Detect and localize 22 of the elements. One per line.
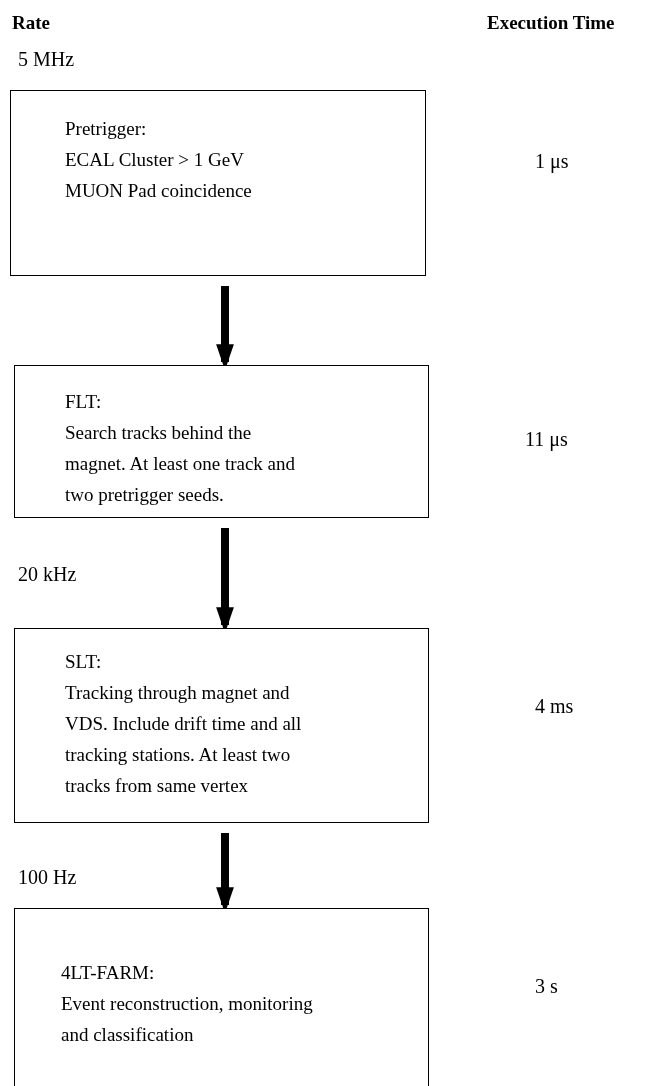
process-box: [14, 908, 429, 1086]
rate-label: 100 Hz: [18, 866, 77, 889]
stage-description: Tracking through magnet and VDS. Include drift time and all tracking stations. At least two tracks from same vertex: [65, 681, 303, 798]
stage-title: SLT:: [65, 650, 102, 674]
execution-time: 11 μs: [525, 428, 568, 451]
stage-description: Event reconstruction, monitoring and classification: [61, 992, 314, 1047]
process-box: [14, 628, 429, 823]
stage-title: FLT:: [65, 390, 102, 414]
stage-title: Pretrigger:: [65, 117, 147, 141]
column-heading: Rate: [12, 12, 50, 34]
column-heading: Execution Time: [487, 12, 615, 34]
process-box: [10, 90, 426, 276]
rate-label: 5 MHz: [18, 48, 75, 71]
stage-description: ECAL Cluster > 1 GeV: [65, 148, 244, 172]
stage-description: Search tracks behind the magnet. At least one track and two pretrigger seeds.: [65, 421, 297, 507]
stage-description: MUON Pad coincidence: [65, 179, 252, 203]
rate-label: 20 kHz: [18, 563, 77, 586]
execution-time: 4 ms: [535, 695, 574, 718]
execution-time: 3 s: [535, 975, 558, 998]
process-box: [14, 365, 429, 518]
stage-title: 4LT-FARM:: [61, 961, 155, 985]
execution-time: 1 μs: [535, 150, 569, 173]
